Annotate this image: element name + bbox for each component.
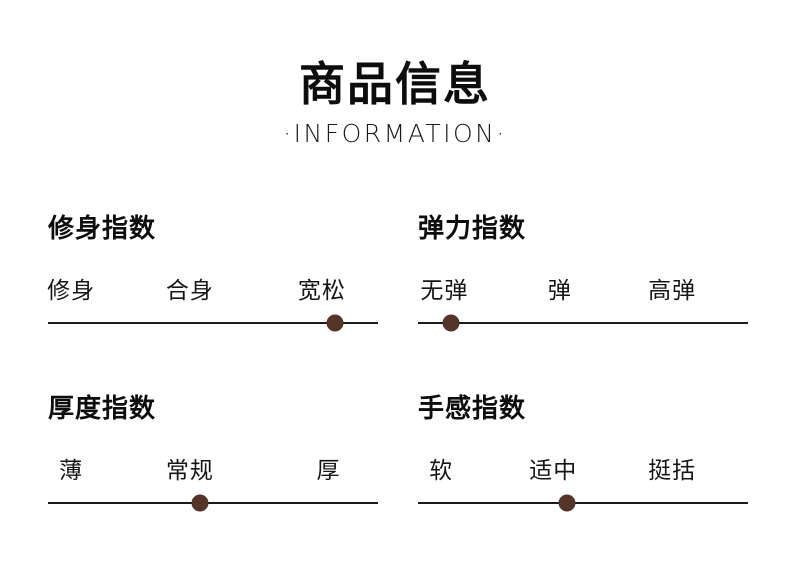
section-title: 修身指数 [48,213,157,243]
section-title: 弹力指数 [418,213,527,243]
page-header: 商品信息 ·INFORMATION· [0,58,790,148]
scale-label-mid: 适中 [529,457,578,483]
page-subtitle: ·INFORMATION· [283,118,507,148]
section-title: 手感指数 [418,393,527,423]
scale-thickness[interactable]: 薄 常规 厚 [48,457,378,537]
scale-label-low: 软 [429,457,454,483]
scale-dot[interactable] [191,494,209,512]
scale-label-low: 无弹 [420,277,469,303]
scale-track[interactable] [48,494,378,512]
scale-label-mid: 弹 [547,277,572,303]
section-title: 厚度指数 [48,393,157,423]
scale-labels: 薄 常规 厚 [48,457,378,489]
index-grid: 修身指数 修身 合身 宽松 弹力指数 无弹 弹 高弹 [0,215,790,560]
scale-label-low: 薄 [59,457,84,483]
index-section-handfeel: 手感指数 软 适中 挺括 [418,395,758,555]
scale-labels: 无弹 弹 高弹 [418,277,748,309]
scale-track[interactable] [418,494,748,512]
scale-dot[interactable] [442,314,460,332]
scale-elasticity[interactable]: 无弹 弹 高弹 [418,277,748,357]
scale-track[interactable] [48,314,378,332]
scale-label-mid: 常规 [165,457,214,483]
page-title: 商品信息 [299,58,491,110]
scale-label-high: 挺括 [648,457,697,483]
scale-label-mid: 合身 [165,277,214,303]
scale-handfeel[interactable]: 软 适中 挺括 [418,457,748,537]
index-section-thickness: 厚度指数 薄 常规 厚 [48,395,388,555]
scale-fit[interactable]: 修身 合身 宽松 [47,277,378,357]
index-section-fit: 修身指数 修身 合身 宽松 [47,213,388,375]
scale-label-high: 宽松 [297,277,346,303]
scale-labels: 修身 合身 宽松 [47,277,378,309]
scale-labels: 软 适中 挺括 [418,457,748,489]
scale-track[interactable] [418,314,748,332]
scale-dot[interactable] [558,494,575,512]
scale-label-high: 高弹 [648,277,697,303]
scale-label-high: 厚 [316,457,341,483]
scale-dot[interactable] [326,314,344,332]
scale-label-low: 修身 [47,277,96,303]
index-section-elasticity: 弹力指数 无弹 弹 高弹 [418,215,758,375]
